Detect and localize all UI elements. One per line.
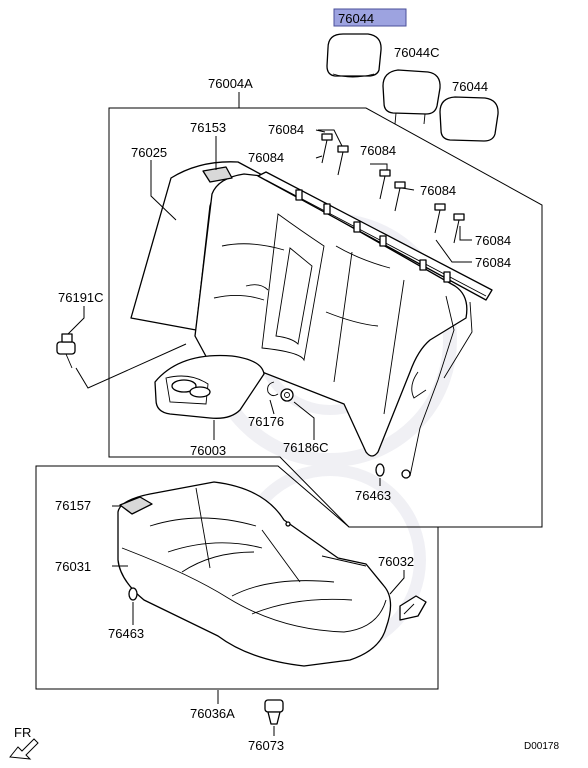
label-76084-b[interactable]: 76084 <box>248 150 284 165</box>
clip-76073-part[interactable] <box>264 699 284 725</box>
label-76084-d[interactable]: 76084 <box>420 183 456 198</box>
label-76004a[interactable]: 76004A <box>208 76 253 91</box>
headrest-center-part[interactable] <box>382 69 441 125</box>
label-76153[interactable]: 76153 <box>190 120 226 135</box>
label-76191c[interactable]: 76191C <box>58 290 104 305</box>
bolt-group-76084[interactable] <box>321 133 465 244</box>
cushion-assembly-frame <box>35 465 439 690</box>
label-76044-right[interactable]: 76044 <box>452 79 488 94</box>
label-76025[interactable]: 76025 <box>131 145 167 160</box>
label-76036a[interactable]: 76036A <box>190 706 235 721</box>
nut-76186c-part[interactable] <box>280 388 294 402</box>
pad-76153-part[interactable] <box>202 166 233 183</box>
direction-indicator: FR <box>9 725 39 760</box>
label-76186c[interactable]: 76186C <box>283 440 329 455</box>
clip-76191c-part[interactable] <box>56 333 76 369</box>
label-76044-highlighted[interactable]: 76044 <box>338 11 374 26</box>
hook-76176-part[interactable] <box>267 381 279 397</box>
headrest-right-part[interactable] <box>439 96 499 142</box>
leader-lines <box>67 92 472 736</box>
label-76031[interactable]: 76031 <box>55 559 91 574</box>
seatback-frame-rail <box>257 171 493 479</box>
armrest-part[interactable] <box>154 354 265 419</box>
bracket-76032-part[interactable] <box>399 595 427 621</box>
label-76084-e[interactable]: 76084 <box>475 233 511 248</box>
label-76073[interactable]: 76073 <box>248 738 284 753</box>
seat-cushion-part[interactable] <box>117 481 392 667</box>
label-76032[interactable]: 76032 <box>378 554 414 569</box>
arrow-down-left-icon <box>9 738 39 760</box>
label-76176[interactable]: 76176 <box>248 414 284 429</box>
label-76044c[interactable]: 76044C <box>394 45 440 60</box>
label-76084-a[interactable]: 76084 <box>268 122 304 137</box>
clip-76463-upper-part[interactable] <box>375 463 385 477</box>
clip-76463-lower-part[interactable] <box>128 587 138 601</box>
label-76084-c[interactable]: 76084 <box>360 143 396 158</box>
seatback-pad-part[interactable] <box>130 161 468 457</box>
label-76157[interactable]: 76157 <box>55 498 91 513</box>
label-76084-f[interactable]: 76084 <box>475 255 511 270</box>
label-76463-upper[interactable]: 76463 <box>355 488 391 503</box>
label-76003[interactable]: 76003 <box>190 443 226 458</box>
label-76463-lower[interactable]: 76463 <box>108 626 144 641</box>
highlight-box <box>333 8 407 27</box>
seatback-assembly-frame <box>108 107 543 528</box>
direction-label: FR <box>14 725 31 740</box>
pad-76157-part[interactable] <box>119 496 153 515</box>
diagram-id: D00178 <box>524 741 559 752</box>
headrest-highlighted-part[interactable] <box>326 33 382 78</box>
